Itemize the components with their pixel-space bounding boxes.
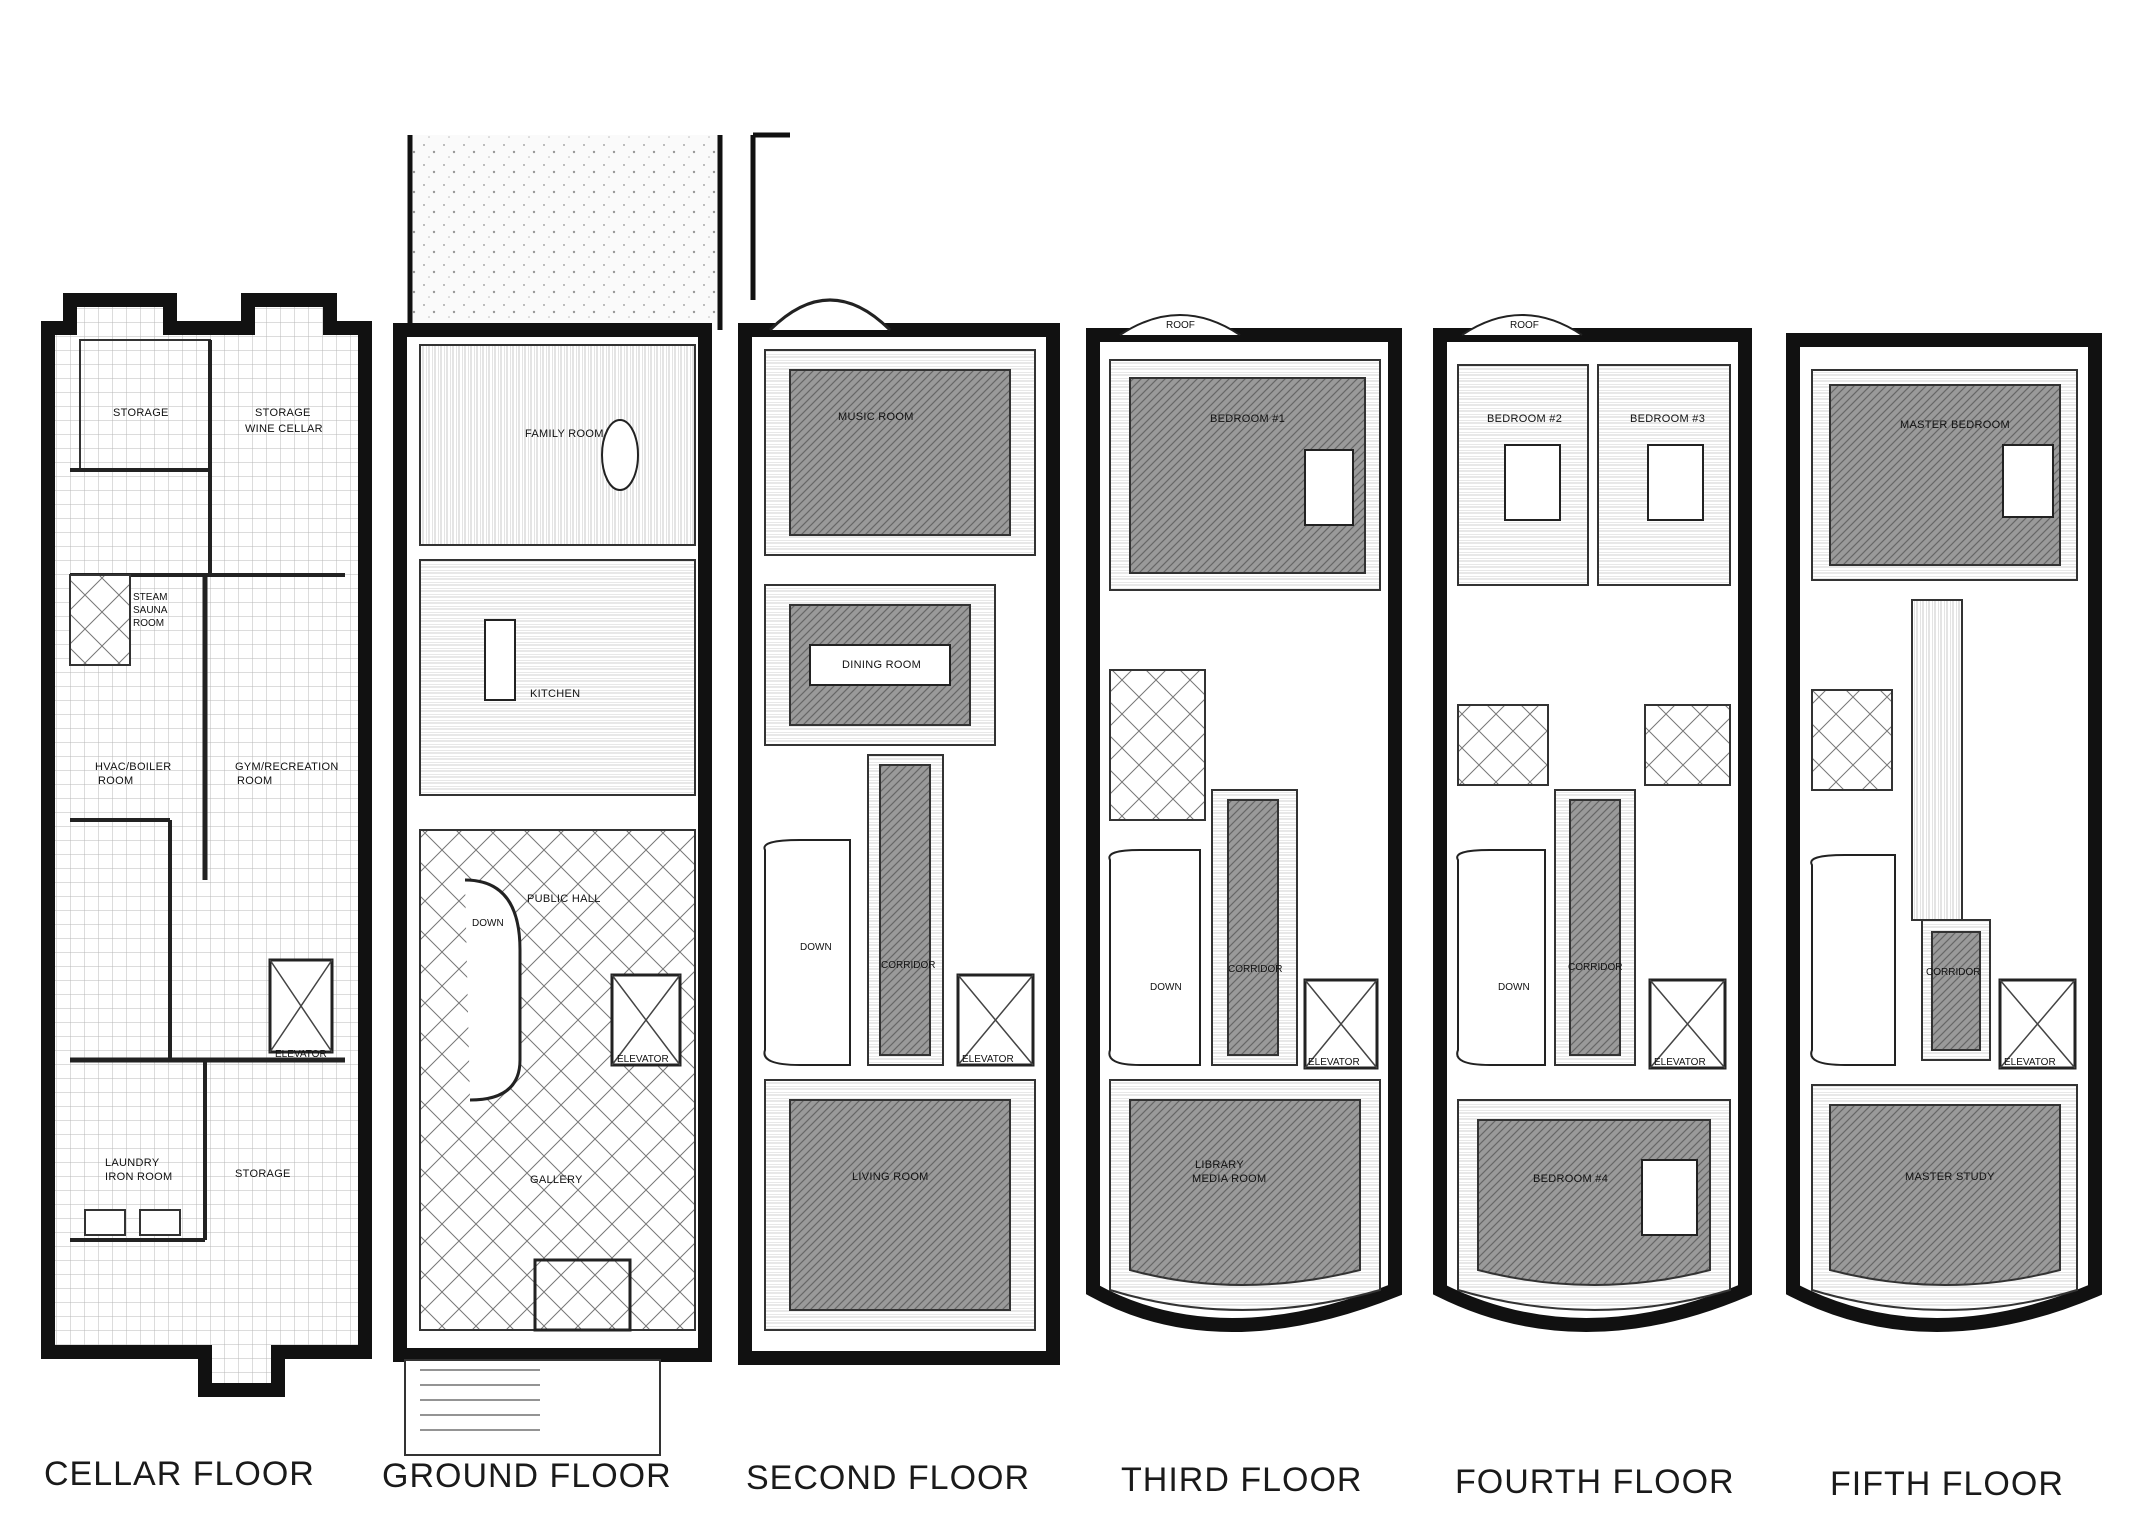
fifth-corridor-label: CORRIDOR	[1926, 967, 1980, 978]
ground-down-label: DOWN	[472, 918, 504, 929]
second-floor-plan: MUSIC ROOM DINING ROOM CORRIDOR DOWN ELE…	[738, 132, 1060, 1365]
fourth-corridor-label: CORRIDOR	[1568, 962, 1622, 973]
second-down-label: DOWN	[800, 942, 832, 953]
cellar-hvac-room-label: ROOM	[98, 775, 133, 787]
cellar-storage-c-label: STORAGE	[235, 1168, 291, 1180]
cellar-wine-label: WINE CELLAR	[245, 423, 323, 435]
third-roof-label: ROOF	[1166, 320, 1195, 331]
third-floor-title: THIRD FLOOR	[1121, 1461, 1363, 1499]
cellar-steam-label: STEAM	[133, 592, 167, 603]
third-down-label: DOWN	[1150, 982, 1182, 993]
ground-kitchen-label: KITCHEN	[530, 688, 580, 700]
fifth-floor-plan: MASTER BEDROOM CORRIDOR ELEVATOR MASTER …	[1786, 333, 2102, 1332]
cellar-iron-label: IRON ROOM	[105, 1171, 172, 1183]
cellar-floor-plan: STORAGE STORAGE WINE CELLAR STEAM SAUNA …	[41, 293, 372, 1397]
ground-elevator-label: ELEVATOR	[617, 1054, 669, 1065]
cellar-floor-title: CELLAR FLOOR	[44, 1455, 315, 1493]
fifth-master-bedroom-label: MASTER BEDROOM	[1900, 419, 2010, 431]
third-floor-plan: ROOF BEDROOM #1 CORRIDOR DOWN ELEVATOR L…	[1086, 314, 1402, 1332]
cellar-storage-a-label: STORAGE	[113, 407, 169, 419]
second-corridor-label: CORRIDOR	[881, 960, 935, 971]
ground-gallery-label: GALLERY	[530, 1174, 583, 1186]
second-elevator-label: ELEVATOR	[962, 1054, 1014, 1065]
second-living-room-label: LIVING ROOM	[852, 1171, 929, 1183]
third-elevator-label: ELEVATOR	[1308, 1057, 1360, 1068]
fourth-bedroom2-label: BEDROOM #2	[1487, 413, 1562, 425]
fourth-down-label: DOWN	[1498, 982, 1530, 993]
fourth-bedroom4-label: BEDROOM #4	[1533, 1173, 1608, 1185]
cellar-sauna-label: SAUNA	[133, 605, 168, 616]
third-bedroom-label: BEDROOM #1	[1210, 413, 1285, 425]
second-dining-room-label: DINING ROOM	[842, 659, 921, 671]
fourth-bedroom3-label: BEDROOM #3	[1630, 413, 1705, 425]
cellar-steam-room-label: ROOM	[133, 618, 164, 629]
fourth-floor-plan: ROOF BEDROOM #2 BEDROOM #3 CORRIDOR DOWN…	[1433, 314, 1752, 1332]
second-music-room-label: MUSIC ROOM	[838, 411, 914, 423]
cellar-gym-room-label: ROOM	[237, 775, 272, 787]
third-library-label: LIBRARY	[1195, 1159, 1244, 1171]
cellar-storage-b-label: STORAGE	[255, 407, 311, 419]
fourth-elevator-label: ELEVATOR	[1654, 1057, 1706, 1068]
cellar-laundry-label: LAUNDRY	[105, 1157, 160, 1169]
fifth-elevator-label: ELEVATOR	[2004, 1057, 2056, 1068]
cellar-elevator-label: ELEVATOR	[275, 1049, 327, 1060]
fifth-master-study-label: MASTER STUDY	[1905, 1171, 1995, 1183]
ground-family-room-label: FAMILY ROOM	[525, 428, 604, 440]
third-corridor-label: CORRIDOR	[1228, 964, 1282, 975]
third-media-label: MEDIA ROOM	[1192, 1173, 1267, 1185]
ground-public-hall-label: PUBLIC HALL	[527, 893, 601, 905]
second-floor-title: SECOND FLOOR	[746, 1459, 1031, 1497]
fifth-floor-title: FIFTH FLOOR	[1830, 1465, 2064, 1503]
ground-floor-title: GROUND FLOOR	[382, 1457, 672, 1495]
cellar-hvac-label: HVAC/BOILER	[95, 761, 171, 773]
fourth-roof-label: ROOF	[1510, 320, 1539, 331]
cellar-gym-label: GYM/RECREATION	[235, 761, 339, 773]
ground-floor-plan: FAMILY ROOM KITCHEN PUBLIC HALL DOWN ELE…	[393, 135, 723, 1456]
fourth-floor-title: FOURTH FLOOR	[1455, 1463, 1735, 1501]
